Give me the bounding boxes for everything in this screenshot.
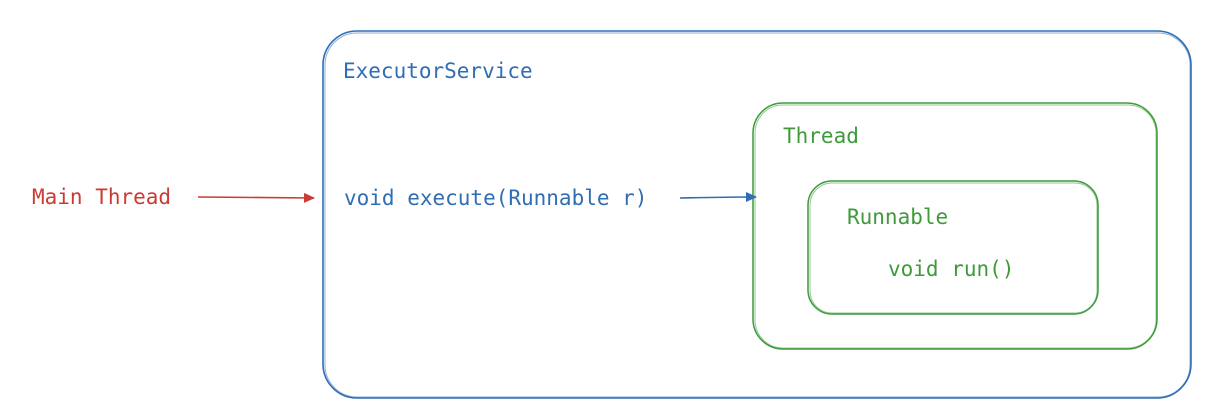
executor-service-title: ExecutorService <box>343 59 533 83</box>
thread-box <box>752 102 1158 350</box>
executor-service-box <box>322 30 1192 399</box>
runnable-title: Runnable <box>847 205 949 229</box>
main-to-execute-arrow <box>197 192 315 203</box>
runnable-box <box>807 180 1099 315</box>
execute-method-label: void execute(Runnable r) <box>344 186 648 210</box>
main-thread-label: Main Thread <box>32 185 172 209</box>
thread-title: Thread <box>783 124 859 148</box>
execute-to-thread-arrow <box>679 192 757 203</box>
run-method-label: void run() <box>888 257 1015 281</box>
